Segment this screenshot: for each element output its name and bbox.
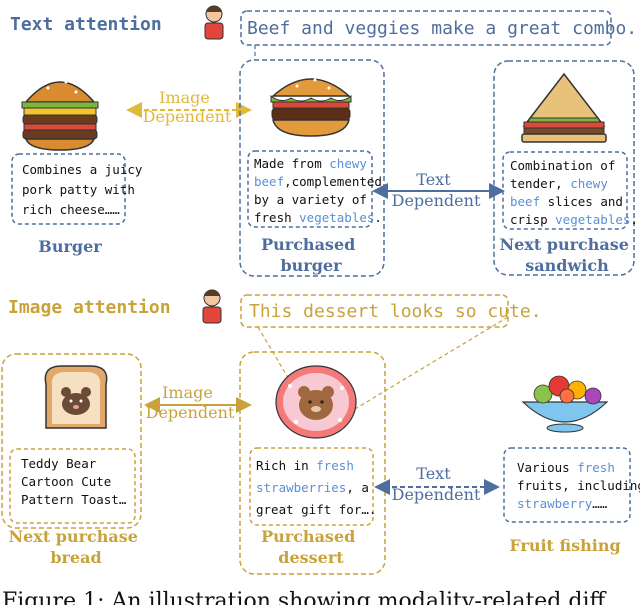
figure-caption: Figure 1: An illustration showing modali… xyxy=(2,589,607,605)
bread-desc-box xyxy=(9,448,136,524)
desc-text-segment: fruits, including xyxy=(517,478,640,493)
fruit-caption: Fruit fishing xyxy=(509,536,620,555)
image-attention-title: Image attention xyxy=(8,297,171,318)
dessert-desc-box xyxy=(249,447,374,526)
burger-desc: Combines a juicy pork patty with rich ch… xyxy=(22,162,150,217)
desc-text-segment: …… xyxy=(592,496,608,511)
desc-text-segment: Made from xyxy=(254,156,329,171)
speech-text-2: This dessert looks so cute. xyxy=(249,301,542,322)
highlighted-word: beef xyxy=(510,194,540,209)
highlighted-word: fresh xyxy=(577,460,615,475)
text-dependent-label-top: Text Dependent xyxy=(392,170,481,210)
highlighted-word: chewy xyxy=(329,156,367,171)
speech-bubble xyxy=(240,10,612,46)
image-dependent-label-bottom: Image Dependent xyxy=(146,383,235,422)
highlighted-word: chewy xyxy=(570,176,608,191)
desc-text-segment: Combination of xyxy=(510,158,615,173)
image-dependent-label-top: Image Dependent xyxy=(143,88,232,126)
text-attention-title: Text attention xyxy=(10,14,162,35)
purchased-burger-caption: Purchased burger xyxy=(261,235,361,275)
sandwich-caption: Next purchase sandwich xyxy=(499,235,634,275)
burger-desc-box xyxy=(11,153,126,225)
highlighted-word: strawberry xyxy=(517,496,593,511)
speech-text: Beef and veggies make a great combo. xyxy=(247,18,637,39)
desc-text-segment: , a xyxy=(346,480,369,495)
purchased-burger-icon xyxy=(270,78,352,137)
desc-text-segment: crisp xyxy=(510,212,555,227)
sandwich-desc: Combination of tender, chewy beef slices a… xyxy=(510,158,638,227)
desc-text-segment: by a variety of xyxy=(254,192,367,207)
purchased-burger-desc-box xyxy=(247,150,373,228)
purchased-burger-panel xyxy=(239,59,385,277)
next-purchase-sandwich-panel xyxy=(493,60,635,276)
desc-text-segment: . xyxy=(630,212,638,227)
person-avatar-icon-2 xyxy=(202,289,222,324)
text-dependent-label-bottom: Text Dependent xyxy=(392,464,481,504)
desc-text-segment: great gift for…. xyxy=(256,502,376,517)
teddy-toast-icon xyxy=(44,365,108,429)
fruit-desc-box xyxy=(503,447,631,523)
highlighted-word: vegetables xyxy=(555,212,630,227)
highlighted-word: fresh xyxy=(316,458,354,473)
person-avatar-icon xyxy=(204,5,224,40)
sandwich-icon xyxy=(521,72,607,143)
next-purchase-bread-panel xyxy=(1,353,142,529)
dessert-caption: Purchased dessert xyxy=(261,527,361,567)
burger-icon xyxy=(21,80,99,151)
desc-text-segment: Rich in xyxy=(256,458,316,473)
desc-text-segment: Various xyxy=(517,460,577,475)
desc-text-segment: ,complemented xyxy=(284,174,382,189)
highlighted-word: strawberries xyxy=(256,480,346,495)
fruit-bowl-icon xyxy=(521,375,609,433)
desc-text-segment: slices and xyxy=(540,194,623,209)
desc-text-segment: . xyxy=(374,210,382,225)
speech-bubble-2 xyxy=(240,294,509,328)
dessert-cake-icon xyxy=(275,365,357,439)
bread-desc: Teddy Bear Cartoon Cute Pattern Toast… xyxy=(21,456,127,507)
highlighted-word: vegetables xyxy=(299,210,374,225)
bubble-pointer-2b xyxy=(349,316,509,413)
desc-text-segment: fresh xyxy=(254,210,299,225)
purchased-burger-desc: Made from chewy beef,complemented by a var… xyxy=(254,156,382,225)
desc-text-segment: tender, xyxy=(510,176,570,191)
bread-caption: Next purchase bread xyxy=(8,527,143,567)
highlighted-word: beef xyxy=(254,174,284,189)
fruit-desc: Various fresh fruits, including strawberry… xyxy=(517,460,640,511)
dessert-desc: Rich in fresh strawberries, a great gift f… xyxy=(256,458,376,517)
purchased-dessert-panel xyxy=(239,351,386,575)
burger-caption: Burger xyxy=(38,237,102,256)
